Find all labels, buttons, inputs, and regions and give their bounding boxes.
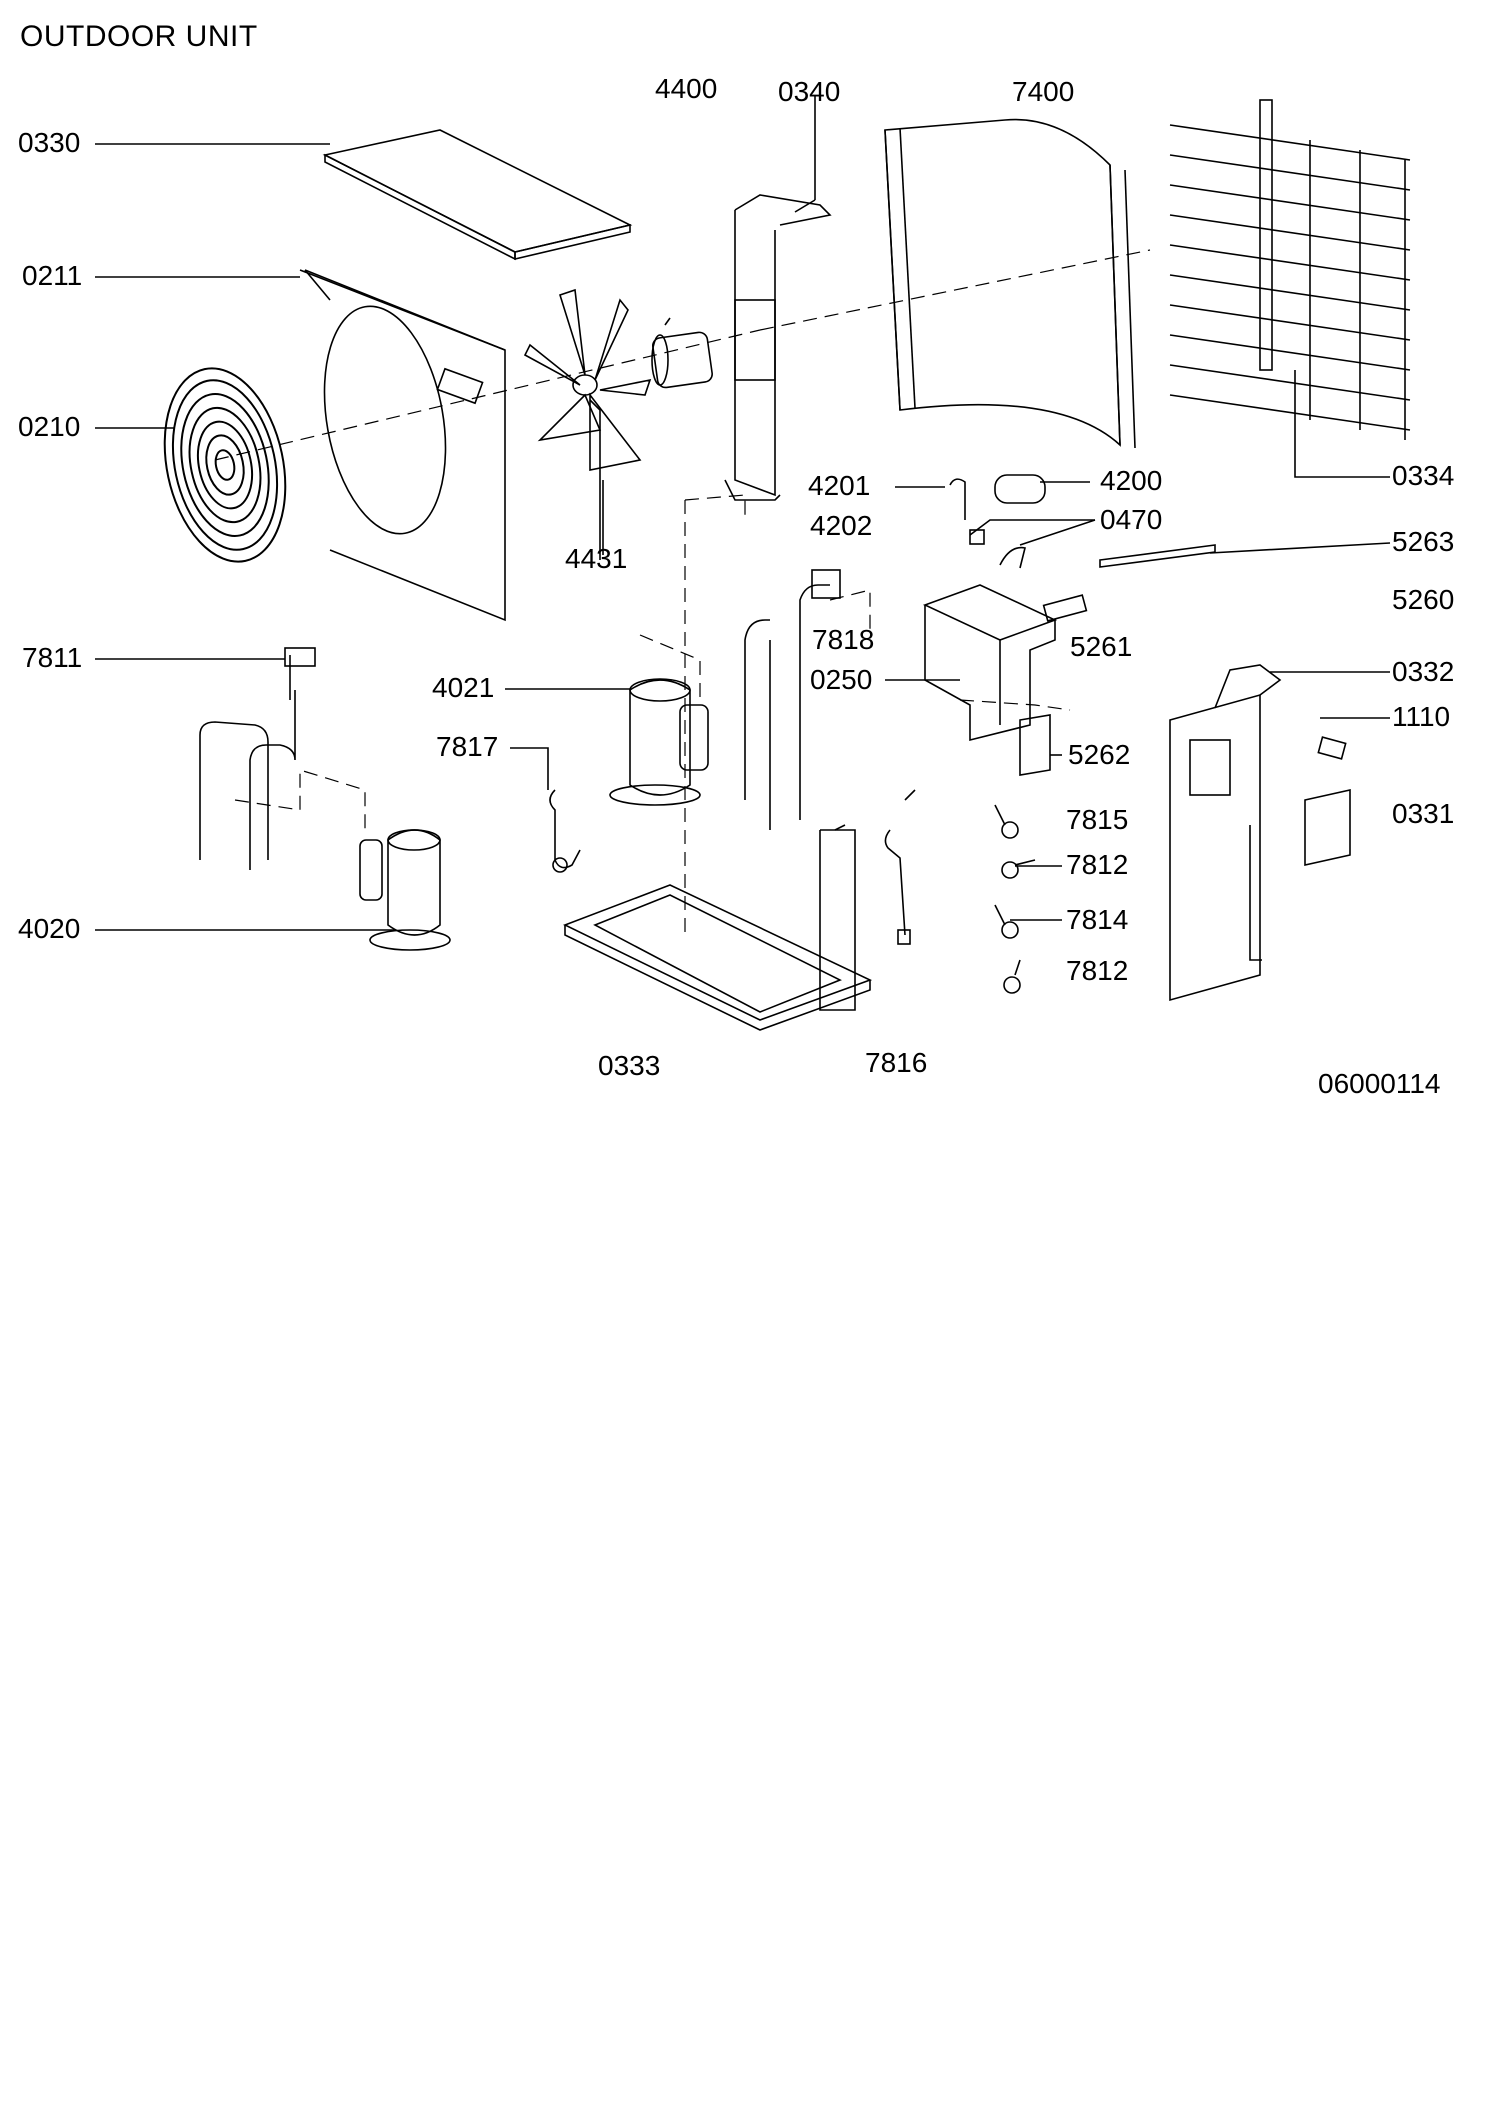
part-label-4202: 4202 xyxy=(810,510,873,541)
part-label-0340: 0340 xyxy=(778,76,841,107)
assembly-lines xyxy=(214,249,1151,940)
part-label-0334: 0334 xyxy=(1392,460,1455,491)
part-label-0330: 0330 xyxy=(18,127,81,158)
part-label-0333: 0333 xyxy=(598,1050,661,1081)
compressor-bracket xyxy=(819,824,856,1011)
part-label-5260: 5260 xyxy=(1392,584,1455,615)
part-label-7816: 7816 xyxy=(865,1047,928,1078)
fan-grille xyxy=(163,367,287,563)
part-label-4020: 4020 xyxy=(18,913,81,944)
part-label-7812-lower: 7812 xyxy=(1066,955,1129,986)
top-panel xyxy=(322,129,633,261)
discharge-piping xyxy=(744,569,841,830)
condenser-coil xyxy=(884,118,1136,449)
din-rail xyxy=(1099,544,1216,568)
capacitor xyxy=(994,474,1046,504)
electrical-box xyxy=(922,584,1058,742)
part-label-4200: 4200 xyxy=(1100,465,1163,496)
part-label-0331: 0331 xyxy=(1392,798,1455,829)
base-pan xyxy=(562,884,873,1031)
part-label-4400: 4400 xyxy=(655,73,718,104)
part-label-0210: 0210 xyxy=(18,411,81,442)
part-label-5261: 5261 xyxy=(1070,631,1133,662)
rear-grille xyxy=(1169,99,1411,440)
front-panel xyxy=(299,269,506,622)
part-label-4021: 4021 xyxy=(432,672,495,703)
part-label-0332: 0332 xyxy=(1392,656,1455,687)
motor-bracket xyxy=(724,194,832,501)
temperature-sensor xyxy=(884,789,916,945)
part-label-1110: 1110 xyxy=(1392,701,1451,732)
capillary-tube xyxy=(549,789,581,873)
part-label-4201: 4201 xyxy=(808,470,871,501)
part-label-7818: 7818 xyxy=(812,624,875,655)
part-label-7812-upper: 7812 xyxy=(1066,849,1129,880)
part-label-7815: 7815 xyxy=(1066,804,1129,835)
drawing-number: 06000114 xyxy=(1318,1068,1441,1099)
part-label-5262: 5262 xyxy=(1068,739,1131,770)
part-label-4431: 4431 xyxy=(565,543,628,574)
suction-piping xyxy=(199,647,316,870)
exploded-parts-diagram: OUTDOOR UNIT xyxy=(18,20,1455,1099)
compressor-4020 xyxy=(359,829,451,951)
part-label-0250: 0250 xyxy=(810,664,873,695)
part-label-7814: 7814 xyxy=(1066,904,1129,935)
pcb xyxy=(1019,714,1051,776)
part-label-0470: 0470 xyxy=(1100,504,1163,535)
capacitor-clamp xyxy=(949,478,1026,569)
part-label-7811: 7811 xyxy=(22,642,83,673)
compressor-4021 xyxy=(609,678,709,806)
diagram-title: OUTDOOR UNIT xyxy=(20,20,258,53)
terminal-block xyxy=(1042,594,1088,622)
part-label-7400: 7400 xyxy=(1012,76,1075,107)
service-valves xyxy=(994,804,1036,994)
part-label-7817: 7817 xyxy=(436,731,499,762)
diagram-drawing xyxy=(95,95,1411,1031)
fan-blade xyxy=(523,288,652,555)
part-label-5263: 5263 xyxy=(1392,526,1455,557)
leader-lines xyxy=(95,95,1391,931)
side-panel xyxy=(1169,664,1351,1002)
part-label-0211: 0211 xyxy=(22,260,83,291)
fan-motor xyxy=(651,317,713,389)
